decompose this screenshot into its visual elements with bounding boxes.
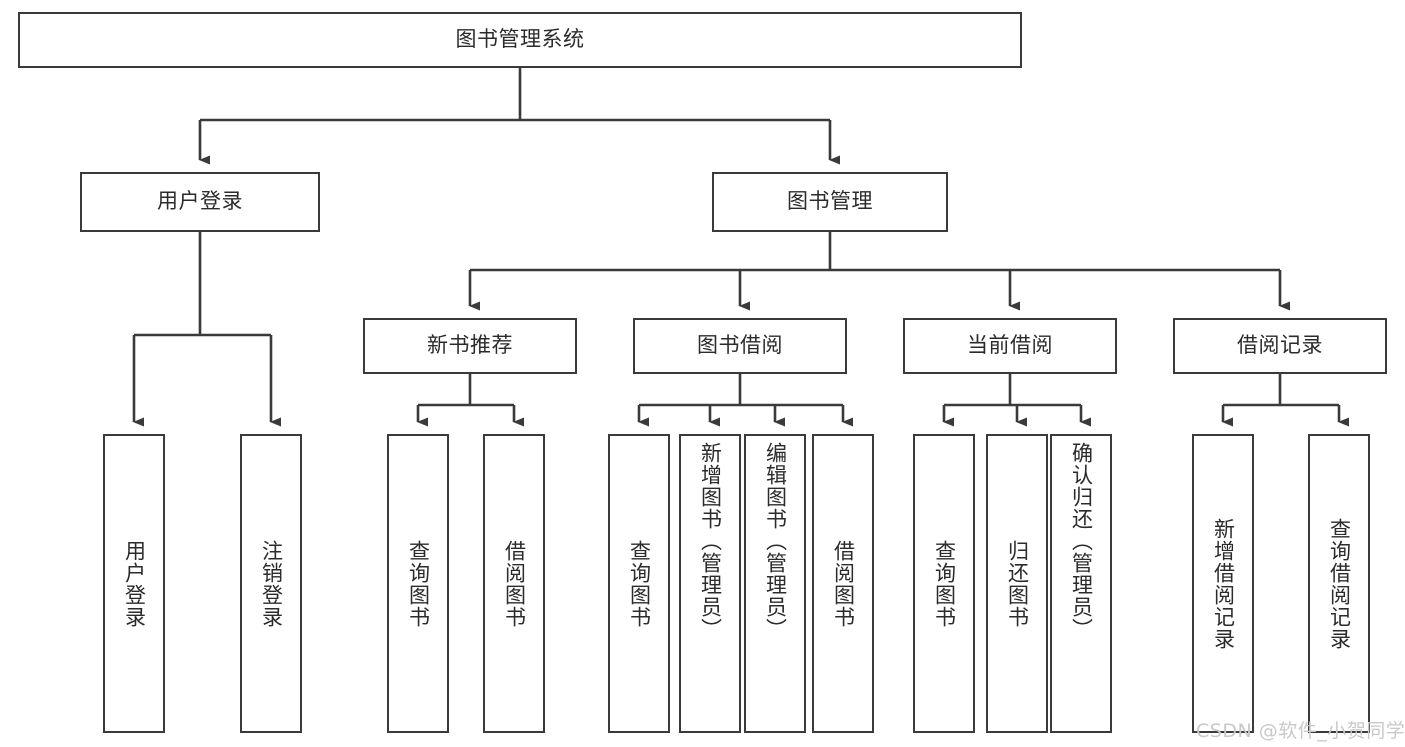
node-new-book-recommend-label: 新书推荐 [427,333,513,358]
leaf-confirm-return-label: 确认归还（管理员） [1069,442,1094,640]
csdn-watermark: CSDN @软件_小贺同学 [1196,720,1405,742]
leaf-edit-book-label: 编辑图书（管理员） [763,442,788,640]
node-current-borrow[interactable]: 当前借阅 [903,318,1117,374]
leaf-return-book[interactable]: 归还图书 [986,434,1048,733]
node-borrow-record[interactable]: 借阅记录 [1173,318,1387,374]
node-book-management[interactable]: 图书管理 [712,172,948,232]
leaf-add-record-label: 新增借阅记录 [1211,517,1236,650]
node-new-book-recommend[interactable]: 新书推荐 [363,318,577,374]
node-root-label: 图书管理系统 [455,27,585,52]
leaf-user-login-label: 用户登录 [122,539,147,628]
leaf-borrow-book-2[interactable]: 借阅图书 [812,434,874,733]
node-borrow-record-label: 借阅记录 [1237,333,1323,358]
leaf-query-book-2[interactable]: 查询图书 [608,434,670,733]
leaf-confirm-return[interactable]: 确认归还（管理员） [1050,434,1112,733]
node-user-login[interactable]: 用户登录 [80,172,320,232]
leaf-logout-label: 注销登录 [259,539,284,628]
leaf-return-book-label: 归还图书 [1005,539,1030,628]
leaf-add-book[interactable]: 新增图书（管理员） [679,434,741,733]
leaf-logout[interactable]: 注销登录 [240,434,302,733]
leaf-query-record-label: 查询借阅记录 [1327,517,1352,650]
leaf-edit-book[interactable]: 编辑图书（管理员） [744,434,806,733]
node-current-borrow-label: 当前借阅 [967,333,1053,358]
leaf-query-book-1-label: 查询图书 [406,539,431,628]
leaf-borrow-book-2-label: 借阅图书 [831,539,856,628]
leaf-add-record[interactable]: 新增借阅记录 [1192,434,1254,733]
leaf-borrow-book-1-label: 借阅图书 [502,539,527,628]
leaf-query-book-3-label: 查询图书 [932,539,957,628]
leaf-query-book-2-label: 查询图书 [627,539,652,628]
leaf-user-login[interactable]: 用户登录 [103,434,165,733]
node-root[interactable]: 图书管理系统 [18,12,1022,68]
leaf-query-book-1[interactable]: 查询图书 [387,434,449,733]
leaf-query-record[interactable]: 查询借阅记录 [1308,434,1370,733]
node-book-borrow[interactable]: 图书借阅 [633,318,847,374]
leaf-add-book-label: 新增图书（管理员） [698,442,723,640]
leaf-query-book-3[interactable]: 查询图书 [913,434,975,733]
node-book-borrow-label: 图书借阅 [697,333,783,358]
node-book-management-label: 图书管理 [787,189,873,214]
node-user-login-label: 用户登录 [157,189,243,214]
leaf-borrow-book-1[interactable]: 借阅图书 [483,434,545,733]
